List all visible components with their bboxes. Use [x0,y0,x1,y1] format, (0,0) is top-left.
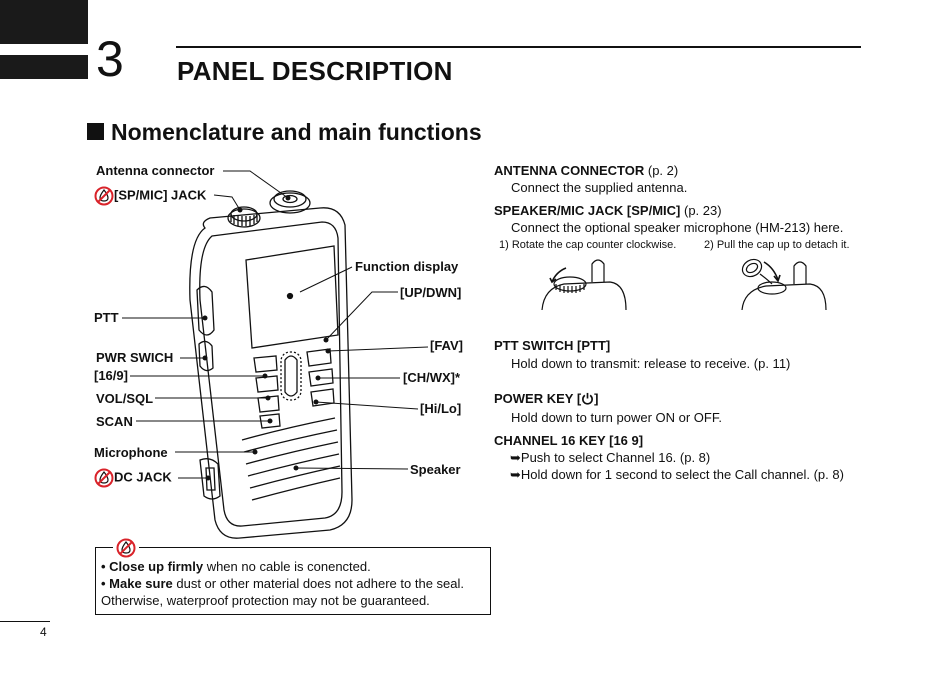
label-pwr-switch: PWR SWICH [96,350,174,365]
channel16-item-2: ➥Hold down for 1 second to select the Ca… [510,467,844,483]
chapter-title: PANEL DESCRIPTION [177,56,453,86]
note-line-1: • Close up firmly when no cable is conen… [101,559,371,574]
cap-rotate-illustration [541,259,627,310]
spmic-heading: SPEAKER/MIC JACK [SP/MIC] (p. 23) [494,203,722,218]
footer-rule [0,621,50,622]
no-water-drop-icon [94,186,114,206]
note-line-2-bold: • Make sure [101,576,173,591]
spmic-step-1: 1) Rotate the cap counter clockwise. [499,239,677,251]
arrow-bullet-icon: ➥ [510,450,521,465]
antenna-page-ref: (p. 2) [647,163,679,178]
spmic-step-2: 2) Pull the cap up to detach it. [704,239,850,251]
label-microphone: Microphone [94,445,168,460]
no-water-drop-icon [116,538,136,558]
caution-note-box [95,547,491,615]
chapter-tab-block-bottom [0,55,88,79]
label-vol-sql: VOL/SQL [96,391,154,406]
channel16-item-1: ➥Push to select Channel 16. (p. 8) [510,450,710,466]
power-icon [582,392,594,405]
channel16-item-2-text: Hold down for 1 second to select the Cal… [520,467,844,482]
power-title-suffix: ] [594,391,599,406]
arrow-bullet-icon: ➥ [510,467,521,482]
no-water-drop-icon [94,468,114,488]
label-16-9: [16/9] [94,368,128,383]
section-square-icon [87,123,104,140]
label-speaker: Speaker [410,462,461,477]
antenna-connector-text: Connect the supplied antenna. [511,180,688,195]
label-function-display: Function display [355,259,459,274]
antenna-title: ANTENNA CONNECTOR [494,163,645,178]
chapter-number: 3 [96,31,124,87]
note-line-3: Otherwise, waterproof protection may not… [101,593,430,608]
label-sp-mic-jack-row: [SP/MIC] JACK [94,186,206,206]
ptt-text: Hold down to transmit: release to receiv… [511,356,791,371]
label-fav: [FAV] [430,338,463,353]
note-line-1-rest: when no cable is conencted. [203,559,371,574]
power-title-prefix: POWER KEY [ [494,391,582,406]
note-line-2-rest: dust or other material does not adhere t… [172,576,464,591]
label-ptt: PTT [94,310,119,325]
ptt-heading: PTT SWITCH [PTT] [494,338,611,353]
header-rule [176,46,861,48]
label-hi-lo: [Hi/Lo] [420,401,462,416]
radio-illustration [122,170,429,539]
label-up-dwn: [UP/DWN] [400,285,462,300]
spmic-text: Connect the optional speaker microphone … [511,220,844,235]
power-key-text: Hold down to turn power ON or OFF. [511,410,722,425]
channel16-item-1-text: Push to select Channel 16. (p. 8) [520,450,711,465]
spmic-title: SPEAKER/MIC JACK [SP/MIC] [494,203,681,218]
section-title: Nomenclature and main functions [111,119,482,145]
label-antenna-connector: Antenna connector [96,163,215,178]
spmic-page-ref: (p. 23) [683,203,722,218]
label-sp-mic-jack: [SP/MIC] JACK [114,187,207,203]
power-key-heading: POWER KEY [ ] [494,391,599,406]
channel16-heading: CHANNEL 16 KEY [16 9] [494,433,644,448]
note-icon-wrap [113,538,139,558]
page-number: 4 [40,625,47,639]
cap-detach-illustration [741,258,827,310]
chapter-tab-block-top [0,0,88,44]
label-ch-wx: [CH/WX]* [403,370,461,385]
note-line-1-bold: • Close up firmly [101,559,204,574]
label-scan: SCAN [96,414,133,429]
note-line-2: • Make sure dust or other material does … [101,576,464,591]
label-dc-jack-row: DC JACK [94,468,172,488]
label-dc-jack: DC JACK [114,469,172,485]
antenna-connector-heading: ANTENNA CONNECTOR (p. 2) [494,163,678,178]
